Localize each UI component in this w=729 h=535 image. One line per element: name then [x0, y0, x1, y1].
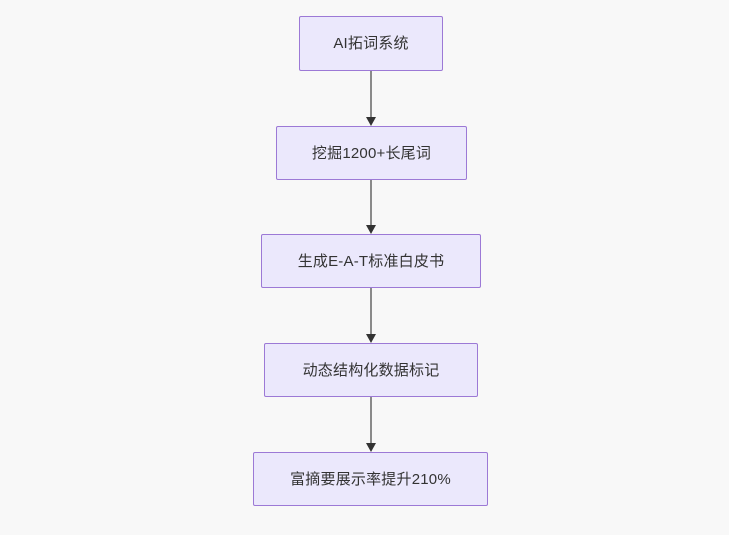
flowchart-node-label: 生成E-A-T标准白皮书 [297, 252, 445, 270]
flowchart-node-label: 富摘要展示率提升210% [290, 470, 451, 488]
flowchart-node-generate-eat-whitepaper[interactable]: 生成E-A-T标准白皮书 [261, 234, 481, 288]
flowchart-node-label: 挖掘1200+长尾词 [311, 144, 432, 162]
flowchart-connector-1 [364, 71, 378, 126]
flowchart-connector-3 [364, 288, 378, 343]
flowchart-node-label: AI拓词系统 [333, 35, 409, 52]
flowchart-connector-2 [364, 180, 378, 234]
flowchart-node-mine-longtail-keywords[interactable]: 挖掘1200+长尾词 [276, 126, 467, 180]
arrow-down-icon [366, 443, 376, 452]
connector-line [370, 71, 372, 118]
arrow-down-icon [366, 334, 376, 343]
flowchart-node-rich-snippet-impression-uplift[interactable]: 富摘要展示率提升210% [253, 452, 488, 506]
connector-line [370, 397, 372, 444]
connector-line [370, 288, 372, 335]
flowchart-node-dynamic-structured-data-markup[interactable]: 动态结构化数据标记 [264, 343, 478, 397]
arrow-down-icon [366, 225, 376, 234]
flowchart-connector-4 [364, 397, 378, 452]
flowchart-node-label: 动态结构化数据标记 [302, 361, 440, 379]
connector-line [370, 180, 372, 226]
flowchart-node-ai-keyword-system[interactable]: AI拓词系统 [299, 16, 443, 71]
arrow-down-icon [366, 117, 376, 126]
